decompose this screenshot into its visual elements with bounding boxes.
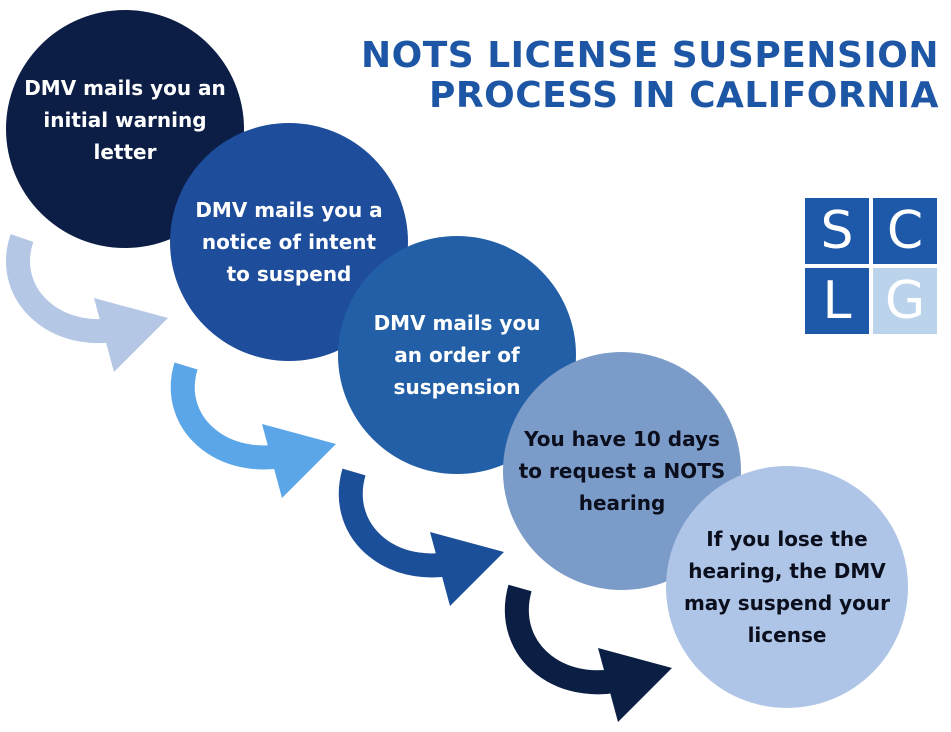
arrow-1-icon xyxy=(6,234,168,372)
step-5-circle: If you lose the hearing, the DMV may sus… xyxy=(666,466,908,708)
logo-letter-s: S xyxy=(805,198,869,264)
step-3-text: DMV mails you an order of suspension xyxy=(373,311,541,399)
arrow-2-icon xyxy=(170,362,336,498)
step-5-text: If you lose the hearing, the DMV may sus… xyxy=(683,527,891,647)
arrow-3-icon xyxy=(338,468,504,606)
step-2-text: DMV mails you a notice of intent to susp… xyxy=(195,198,383,286)
arrow-4-icon xyxy=(504,584,672,722)
title-line-2: PROCESS IN CALIFORNIA xyxy=(429,75,939,116)
page-title: NOTS LICENSE SUSPENSION PROCESS IN CALIF… xyxy=(361,36,939,116)
sclg-logo: S C L G xyxy=(805,198,937,334)
logo-letter-g: G xyxy=(873,268,937,334)
logo-letter-l: L xyxy=(805,268,869,334)
step-1-text: DMV mails you an initial warning letter xyxy=(24,76,226,164)
step-3-circle: DMV mails you an order of suspension xyxy=(338,236,576,474)
title-line-1: NOTS LICENSE SUSPENSION xyxy=(360,35,939,76)
logo-letter-c: C xyxy=(873,198,937,264)
step-4-text: You have 10 days to request a NOTS heari… xyxy=(518,427,726,515)
